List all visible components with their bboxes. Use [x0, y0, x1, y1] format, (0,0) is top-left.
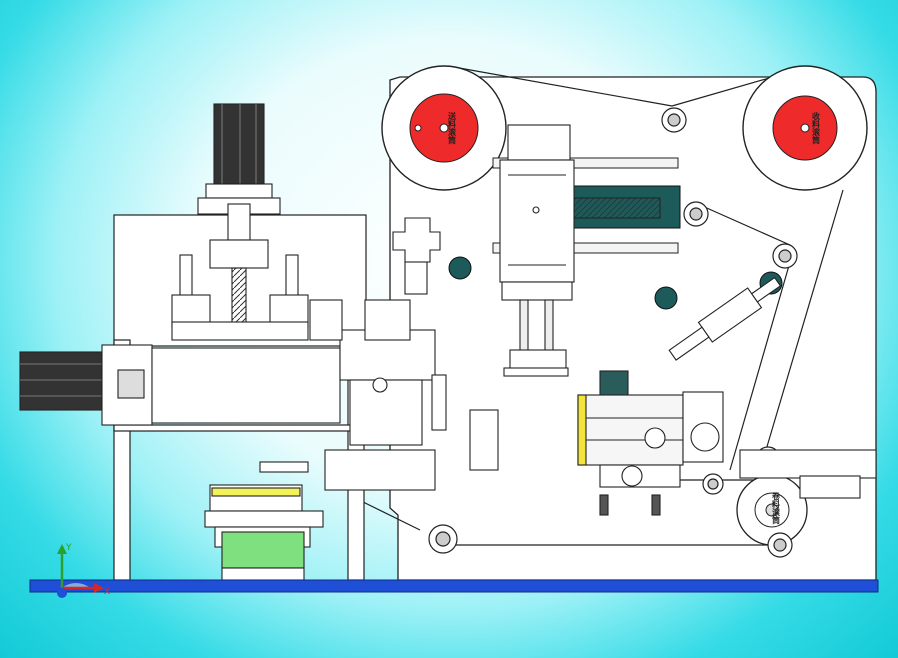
coordinate-triad: Y X: [57, 543, 110, 598]
axis-y-label: Y: [65, 543, 72, 553]
linear-rails: [492, 157, 679, 254]
takeup-reel: [742, 65, 868, 191]
floor-plane: [29, 579, 879, 593]
vertical-cylinder: [499, 124, 575, 377]
grip-tool: [392, 217, 441, 295]
feed-reel: [381, 65, 507, 191]
tension-arm: [739, 449, 877, 499]
idler-rollers: [428, 107, 866, 558]
angled-sensor: [668, 276, 782, 361]
takeup-reel-label: 收料滚筒: [811, 111, 821, 145]
pick-head: [259, 299, 499, 491]
rewind-reel-label: 卷料滚筒: [771, 491, 781, 525]
rewind-reel: [736, 474, 808, 546]
axis-x-label: X: [104, 587, 110, 597]
feed-reel-label: 送料滚筒: [447, 111, 457, 145]
side-motor: [19, 344, 341, 426]
top-motor: [171, 103, 309, 341]
rotary-stage: [204, 484, 324, 581]
label-unit: [577, 370, 724, 516]
